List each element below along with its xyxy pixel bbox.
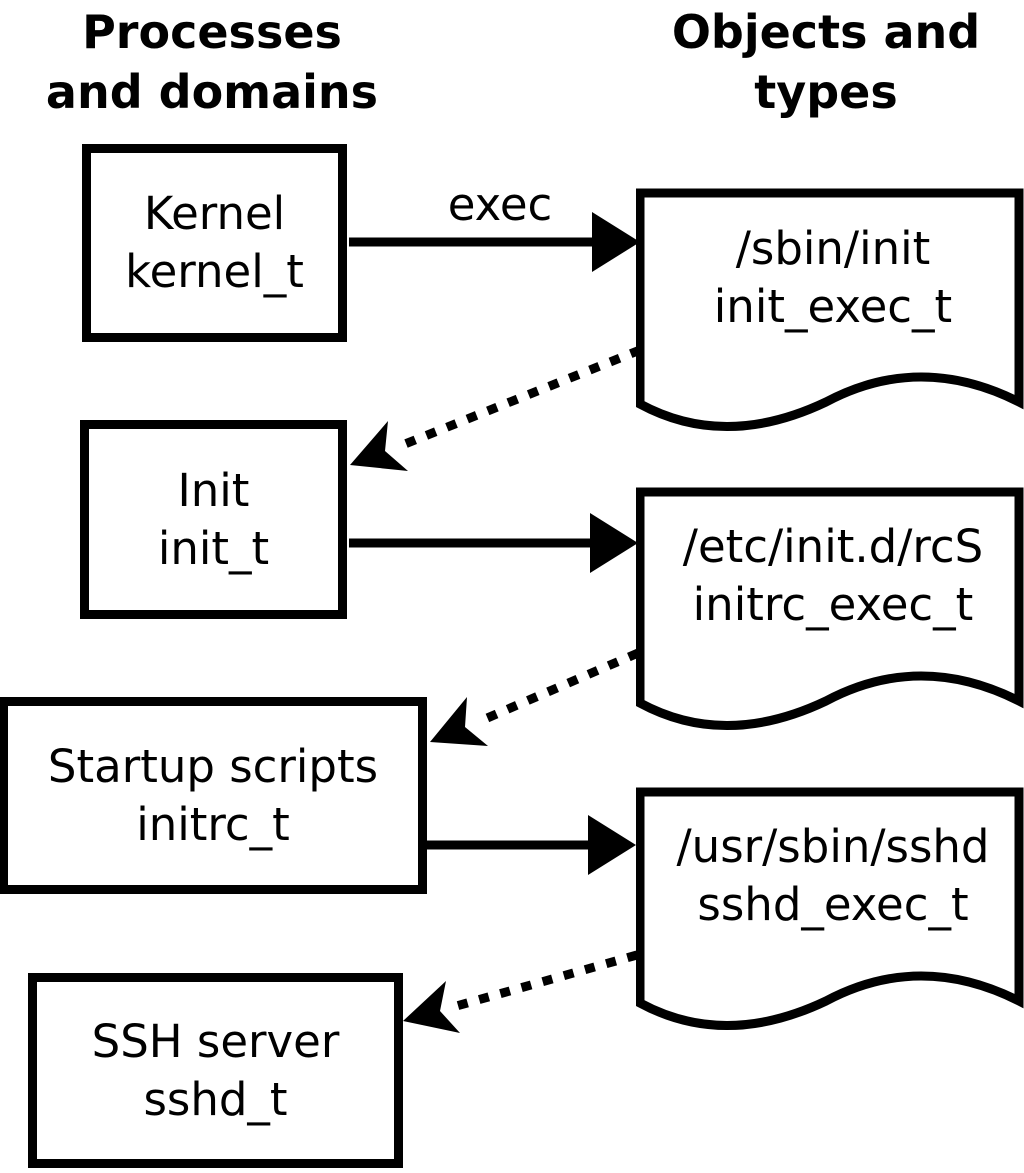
process-name: SSH server <box>91 1014 340 1068</box>
process-name: Startup scripts <box>47 739 379 793</box>
object-path: /etc/init.d/rcS <box>682 520 984 573</box>
document-shape-etc-initd-rcs <box>636 487 1024 730</box>
dotted-arrow-sbin-init-to-init <box>350 345 642 471</box>
document-outline <box>636 188 1024 431</box>
process-box-init: Init init_t <box>80 420 347 619</box>
object-type: initrc_exec_t <box>692 578 974 631</box>
object-type: sshd_exec_t <box>697 878 969 931</box>
arrowhead-left-icon <box>403 981 460 1033</box>
process-box-kernel: Kernel kernel_t <box>82 144 347 342</box>
document-outline <box>636 487 1024 730</box>
process-domain: sshd_t <box>143 1072 288 1126</box>
object-label-sbin-init: /sbin/init init_exec_t <box>648 220 1018 336</box>
object-label-usr-sbin-sshd: /usr/sbin/sshd sshd_exec_t <box>648 818 1018 934</box>
document-shape-sbin-init <box>636 188 1024 431</box>
object-path: /usr/sbin/sshd <box>676 820 990 873</box>
process-name: Kernel <box>143 187 286 240</box>
object-type: init_exec_t <box>713 280 953 333</box>
document-outline <box>636 787 1024 1030</box>
arrowhead-right-icon <box>590 513 638 573</box>
dotted-arrow-usr-sbin-sshd-to-ssh-server <box>403 950 639 1033</box>
solid-arrow-startup-to-usr-sbin-sshd <box>427 815 636 875</box>
dotted-arrow-etc-initd-rcs-to-startup <box>430 648 640 746</box>
object-path: /sbin/init <box>735 222 931 275</box>
process-domain: init_t <box>157 521 270 575</box>
process-domain: kernel_t <box>125 245 304 298</box>
arrowhead-left-icon <box>350 421 408 471</box>
process-box-ssh-server: SSH server sshd_t <box>28 973 403 1168</box>
object-label-etc-initd-rcs: /etc/init.d/rcS initrc_exec_t <box>648 518 1018 634</box>
arrowhead-right-icon <box>588 815 636 875</box>
process-name: Init <box>177 463 250 517</box>
arrowhead-left-icon <box>430 697 488 746</box>
process-box-startup-scripts: Startup scripts initrc_t <box>0 697 427 894</box>
document-shape-usr-sbin-sshd <box>636 787 1024 1030</box>
process-domain: initrc_t <box>136 797 290 851</box>
left-column-header: Processes and domains <box>45 5 379 119</box>
solid-arrow-init-to-etc-initd-rcs <box>349 513 638 573</box>
right-column-header: Objects and types <box>671 5 981 119</box>
arrowhead-right-icon <box>592 212 640 272</box>
exec-edge-label: exec <box>447 178 553 231</box>
